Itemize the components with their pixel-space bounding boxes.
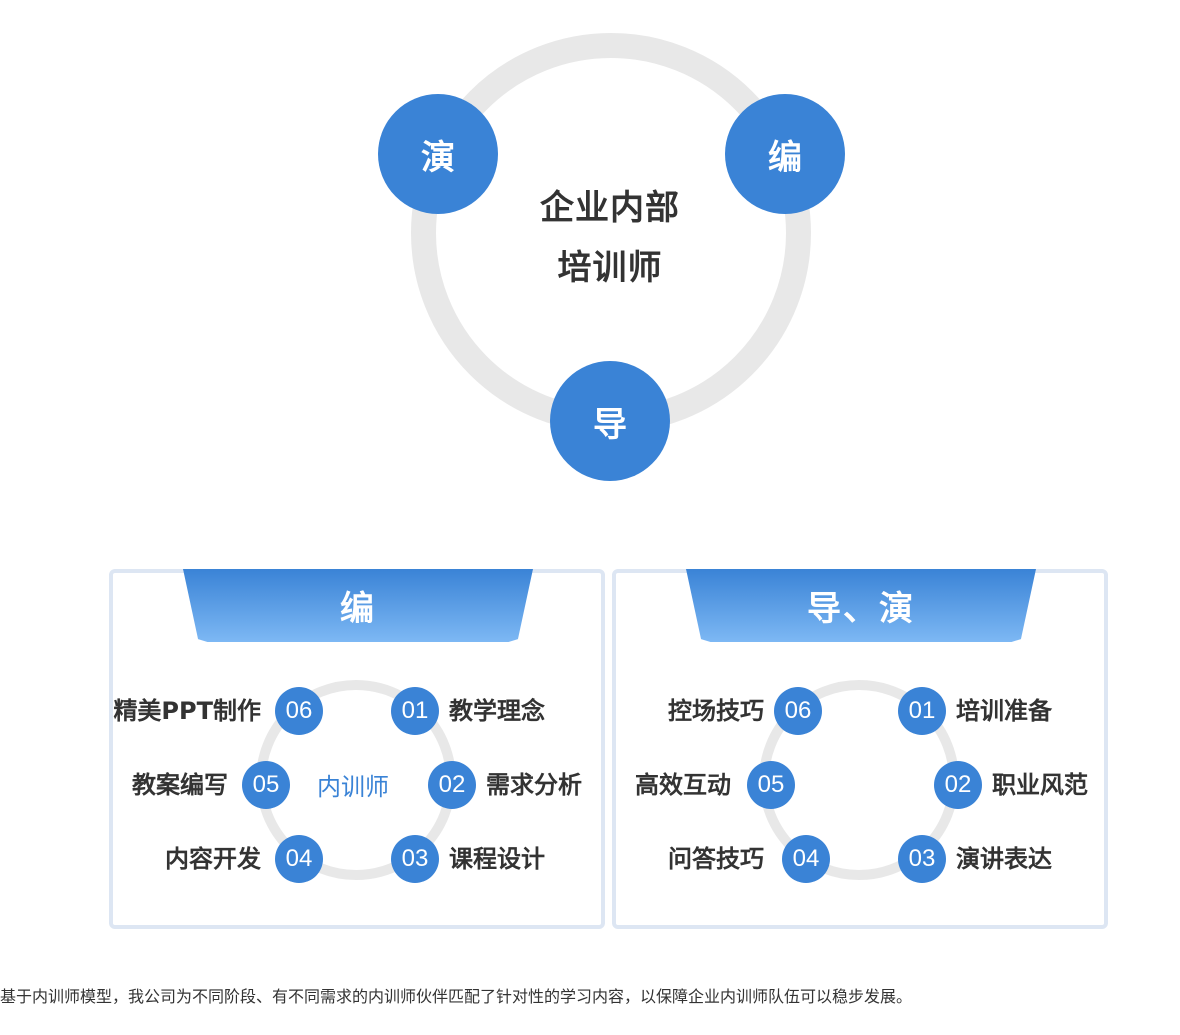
item-label: 演讲表达 [956,845,1052,873]
item-label: 职业风范 [992,771,1088,799]
item-label: 培训准备 [956,697,1052,725]
caption-text: 基于内训师模型，我公司为不同阶段、有不同需求的内训师伙伴匹配了针对性的学习内容，… [0,987,913,1006]
panel-dao-yan: 导、演 控场技巧 06 01 培训准备 高效互动 05 02 职业风范 问答技巧… [612,569,1108,929]
item-label: 需求分析 [486,771,582,799]
panel-bian-title: 编 [183,569,533,642]
item-label: 精美PPT制作 [113,697,261,725]
item-label: 教学理念 [449,697,545,725]
item-number: 05 [747,761,795,809]
item-number: 01 [898,687,946,735]
node-yan: 演 [378,94,498,214]
model-center-title: 企业内部 培训师 [490,178,730,298]
item-number: 06 [275,687,323,735]
panel-bian: 编 内训师 精美PPT制作 06 01 教学理念 教案编写 05 02 需求分析… [109,569,605,929]
item-number: 01 [391,687,439,735]
item-number: 02 [428,761,476,809]
item-label: 课程设计 [449,845,545,873]
node-dao: 导 [550,361,670,481]
item-number: 05 [242,761,290,809]
item-label: 控场技巧 [668,697,764,725]
center-title-line2: 培训师 [557,248,663,288]
item-number: 04 [275,835,323,883]
item-label: 问答技巧 [668,845,764,873]
item-number: 02 [934,761,982,809]
center-title-line1: 企业内部 [540,188,680,228]
item-number: 04 [782,835,830,883]
item-label: 高效互动 [635,771,731,799]
item-label: 教案编写 [132,771,228,799]
item-number: 06 [774,687,822,735]
item-number: 03 [391,835,439,883]
item-label: 内容开发 [165,845,261,873]
panel-bian-center: 内训师 [317,773,389,801]
item-number: 03 [898,835,946,883]
node-bian: 编 [725,94,845,214]
panel-dao-yan-title: 导、演 [686,569,1036,642]
